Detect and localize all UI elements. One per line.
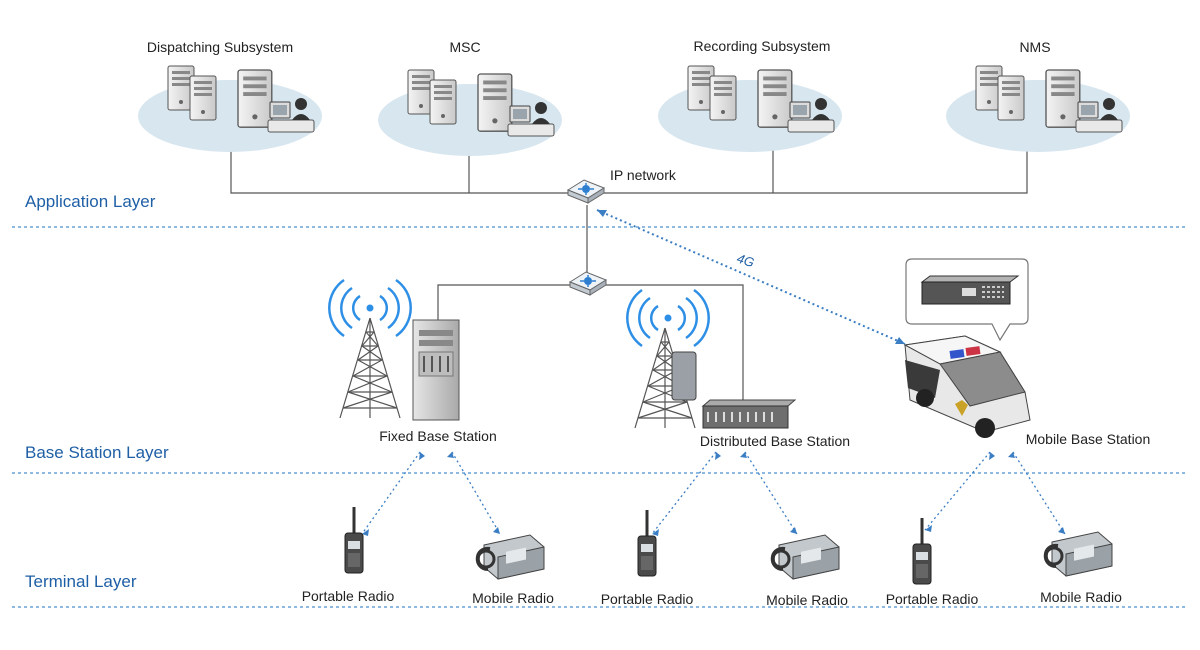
terminal-group-2: Portable Radio Mobile Radio <box>601 509 848 608</box>
recording-subsystem: Recording Subsystem <box>658 38 842 152</box>
portable-radio-label: Portable Radio <box>601 591 694 607</box>
base-station-cabinet-icon <box>412 319 460 421</box>
ip-network-label: IP network <box>610 167 677 183</box>
terminal-link-arrows <box>362 452 1065 536</box>
mobile-radio-icon <box>1043 530 1114 578</box>
fixed-base-station: Fixed Base Station <box>328 278 497 444</box>
recording-subsystem-label: Recording Subsystem <box>694 38 831 54</box>
mobile-radio-icon <box>770 533 841 581</box>
mobile-radio-label: Mobile Radio <box>472 590 554 606</box>
fixed-base-station-label: Fixed Base Station <box>379 428 497 444</box>
base-station-layer-label: Base Station Layer <box>25 443 169 462</box>
dispatching-subsystem: Dispatching Subsystem <box>138 39 322 152</box>
radio-tower-icon <box>339 317 401 419</box>
terminal-group-1: Portable Radio Mobile Radio <box>302 506 554 606</box>
portable-radio-icon <box>344 506 364 574</box>
server-icon <box>138 66 322 152</box>
nms-subsystem: NMS <box>946 39 1130 152</box>
dispatching-subsystem-label: Dispatching Subsystem <box>147 39 293 55</box>
terminal-layer-label: Terminal Layer <box>25 572 137 591</box>
server-icon <box>658 66 842 152</box>
portable-radio-icon <box>637 509 657 577</box>
police-van-icon <box>903 335 1031 438</box>
portable-radio-label: Portable Radio <box>302 588 395 604</box>
mobile-radio-label: Mobile Radio <box>766 592 848 608</box>
distributed-base-station-label: Distributed Base Station <box>700 433 850 449</box>
terminal-group-3: Portable Radio Mobile Radio <box>886 517 1122 607</box>
application-layer-label: Application Layer <box>25 192 156 211</box>
mobile-radio-icon <box>475 533 546 581</box>
rack-unit-icon <box>920 275 1020 305</box>
network-switch-icon <box>569 271 607 296</box>
speech-bubble <box>905 258 1029 342</box>
msc-label: MSC <box>449 39 480 55</box>
msc-subsystem: MSC <box>378 39 562 156</box>
mobile-base-station: Mobile Base Station <box>903 258 1151 447</box>
server-icon <box>946 66 1130 152</box>
link-4g-label: 4G <box>735 251 756 271</box>
link-4g: 4G <box>596 209 906 345</box>
mobile-base-station-label: Mobile Base Station <box>1026 431 1151 447</box>
mobile-radio-label: Mobile Radio <box>1040 589 1122 605</box>
server-icon <box>378 70 562 156</box>
distributed-base-station: Distributed Base Station <box>626 288 850 449</box>
network-switch-icon <box>567 179 605 204</box>
portable-radio-label: Portable Radio <box>886 591 979 607</box>
terminal-links <box>361 451 1066 535</box>
rack-unit-icon <box>701 399 797 429</box>
nms-label: NMS <box>1019 39 1050 55</box>
remote-radio-unit-icon <box>671 351 697 401</box>
